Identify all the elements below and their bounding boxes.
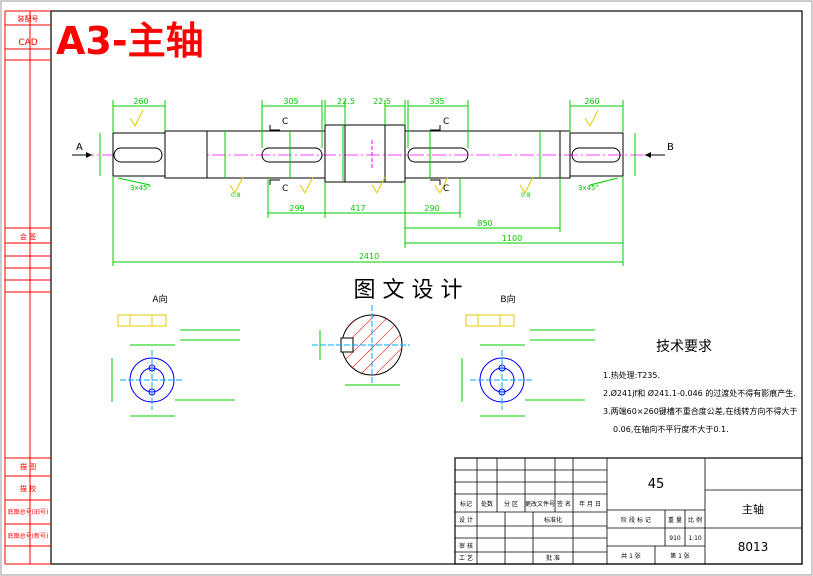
shaft-main-view bbox=[80, 124, 660, 183]
arrow-a-label: A bbox=[76, 142, 83, 153]
arrow-b-label: B bbox=[667, 142, 674, 153]
side-strip-mid: 会 签 bbox=[5, 227, 51, 293]
dim-417: 417 bbox=[350, 204, 365, 213]
section-cc bbox=[312, 305, 410, 386]
section-markers: C C C C bbox=[269, 117, 449, 194]
tech-line-1: 1.热处理:T235. bbox=[603, 370, 660, 380]
side-label-cad: CAD bbox=[18, 38, 37, 48]
tb-drawing-code: 8013 bbox=[738, 540, 769, 554]
side-label-trace: 描 图 bbox=[20, 462, 36, 471]
roughness-value-b: 0.8 bbox=[521, 192, 531, 199]
side-label-assembly: 装配号 bbox=[18, 14, 39, 23]
tb-standard: 标准化 bbox=[544, 516, 562, 524]
tb-scale: 1:10 bbox=[688, 535, 702, 542]
chamfer-left: 3x45° bbox=[130, 184, 151, 192]
side-strip-bottom: 描 图 描 校 底图总号(旧号) 底图总号(新号) bbox=[5, 457, 51, 547]
view-b-label: B向 bbox=[500, 293, 515, 305]
dim-2410: 2410 bbox=[359, 252, 379, 261]
section-c-3: C bbox=[443, 117, 449, 127]
drawing-title: A3-主轴 bbox=[56, 19, 204, 63]
title-block-text: 45 主轴 8013 阶 段 标 记 重 量 比 例 910 1:10 共 1 … bbox=[459, 477, 768, 562]
tech-line-3: 3.两端60×260键槽不重合度公差,在线转方向不得大于 bbox=[603, 406, 797, 416]
view-b: B向 bbox=[461, 293, 595, 417]
tb-stage-label: 阶 段 标 记 bbox=[621, 516, 651, 524]
roughness-marks: 0.8 0.8 bbox=[129, 109, 599, 199]
tb-review: 审 核 bbox=[459, 542, 473, 550]
title-block bbox=[454, 457, 803, 565]
side-label-old-no: 底图总号(旧号) bbox=[8, 508, 49, 516]
dimensions: 260 305 22.5 22.5 335 260 299 417 290 bbox=[99, 97, 636, 266]
dim-22-5-b: 22.5 bbox=[373, 97, 391, 106]
view-arrows: A B bbox=[72, 142, 674, 158]
dim-1100: 1100 bbox=[502, 234, 522, 243]
dim-850: 850 bbox=[477, 219, 492, 228]
chamfer-right: 3x45° bbox=[578, 184, 599, 192]
section-c-1: C bbox=[282, 117, 288, 127]
tb-weight-label: 重 量 bbox=[668, 516, 682, 524]
view-a-label: A向 bbox=[152, 293, 167, 305]
dim-260-right: 260 bbox=[584, 97, 599, 106]
tech-line-2: 2.Ø241jf和 Ø241.1-0.046 的过渡处不得有影痕产生. bbox=[603, 388, 796, 398]
tb-row-sign: 签 名 bbox=[557, 500, 571, 508]
side-label-new-no: 底图总号(新号) bbox=[8, 532, 49, 540]
roughness-value-a: 0.8 bbox=[231, 192, 241, 199]
view-a: A向 bbox=[111, 293, 240, 417]
tb-row-date: 年 月 日 bbox=[579, 500, 601, 508]
dim-22-5-a: 22.5 bbox=[337, 97, 355, 106]
side-label-check: 描 校 bbox=[20, 484, 36, 493]
tb-process: 工 艺 bbox=[459, 554, 473, 562]
tech-line-4: 0.06,在轴向不平行度不大于0.1. bbox=[613, 424, 729, 434]
tb-designer: 设 计 bbox=[459, 516, 473, 524]
tech-requirements: 技术要求 1.热处理:T235. 2.Ø241jf和 Ø241.1-0.046 … bbox=[603, 339, 797, 434]
tb-weight: 910 bbox=[669, 535, 681, 542]
dim-335: 335 bbox=[429, 97, 444, 106]
tb-sheets: 共 1 张 bbox=[621, 552, 641, 560]
section-c-2: C bbox=[282, 184, 288, 194]
watermark-label: 图 文 设 计 bbox=[354, 278, 463, 303]
tb-scale-label: 比 例 bbox=[688, 516, 702, 524]
tb-part-name: 主轴 bbox=[742, 502, 764, 516]
section-c-4: C bbox=[443, 184, 449, 194]
tb-row-zone: 分 区 bbox=[504, 500, 518, 508]
side-strip-top: 装配号 CAD bbox=[5, 14, 51, 61]
dim-305: 305 bbox=[283, 97, 298, 106]
tech-heading: 技术要求 bbox=[656, 339, 712, 355]
inner-frame bbox=[50, 10, 803, 565]
tb-approve: 批 准 bbox=[546, 554, 560, 562]
tb-sheet-no: 第 1 张 bbox=[670, 552, 690, 560]
dim-290: 290 bbox=[424, 204, 439, 213]
tb-row-change: 更改文件号 bbox=[525, 500, 555, 508]
tb-row-count: 处数 bbox=[481, 500, 493, 508]
dim-260-left: 260 bbox=[133, 97, 148, 106]
dim-299: 299 bbox=[289, 204, 304, 213]
tb-material: 45 bbox=[648, 477, 665, 492]
side-label-sign: 会 签 bbox=[20, 232, 36, 241]
tb-row-mark: 标记 bbox=[460, 500, 472, 508]
